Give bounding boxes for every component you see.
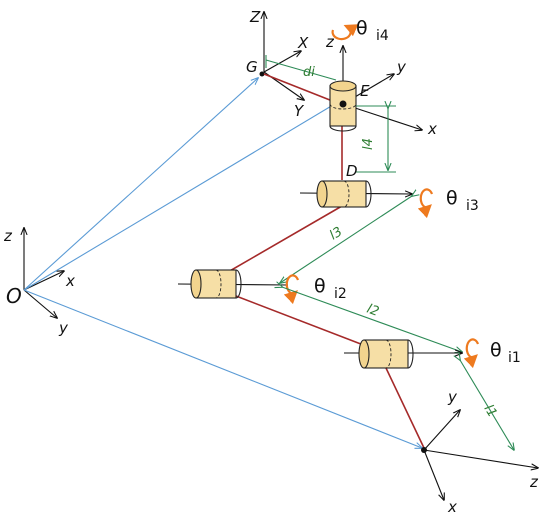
- G-X-label: X: [297, 34, 309, 52]
- l1-dimension-line: [460, 360, 514, 450]
- G-Y-label: Y: [294, 102, 305, 120]
- l3-label: l3: [327, 224, 345, 243]
- theta-i3-subscript: i3: [466, 198, 479, 214]
- base-z-label: z: [529, 473, 539, 491]
- link-joint1-to-base: [385, 367, 425, 449]
- point-D-label: D: [346, 162, 358, 180]
- joint-4-cylinder: [329, 80, 357, 132]
- links: [227, 73, 425, 449]
- joint-4-bottom-edge: [329, 125, 357, 132]
- E-z-label: z: [325, 33, 335, 51]
- di-dimension-line: [265, 59, 337, 81]
- origin-label: O: [6, 284, 22, 308]
- link-D-to-joint2: [227, 205, 343, 273]
- vector-O-to-base: [23, 289, 422, 448]
- theta-i1-symbol: θ: [490, 339, 502, 361]
- origin-y-label: y: [58, 319, 69, 337]
- G-X-axis: [263, 51, 301, 73]
- base-x-label: x: [447, 498, 457, 516]
- joint-2-body: [195, 269, 237, 299]
- joint-2-mid-line: [215, 269, 222, 299]
- base-y-label: y: [447, 388, 458, 406]
- theta-i1-subscript: i1: [508, 350, 521, 366]
- theta-i1-rotation-icon: [463, 338, 480, 369]
- theta-i4-rotation-icon: [331, 24, 359, 41]
- point-E: [339, 100, 347, 108]
- l2-label: l2: [365, 302, 381, 320]
- l1-label: l1: [481, 402, 500, 420]
- joint-1-left-cap: [358, 339, 370, 369]
- origin-x-label: x: [65, 272, 75, 290]
- base-point: [421, 447, 427, 453]
- frame-G: Z X Y G: [246, 8, 309, 120]
- joint-4-mid-line: [329, 103, 357, 110]
- origin-frame: z x y O: [3, 227, 75, 337]
- di-offset-marker: di: [265, 55, 337, 81]
- origin-x-axis: [23, 271, 64, 291]
- E-y-label: y: [396, 58, 407, 76]
- joint-1: θ i1: [344, 338, 521, 369]
- l1-marker: l1: [460, 360, 514, 450]
- origin-z-label: z: [3, 227, 13, 245]
- joint-3-left-cap: [316, 180, 328, 208]
- l4-label: l4: [361, 138, 376, 150]
- theta-i3-symbol: θ: [446, 187, 458, 209]
- theta-i4-subscript: i4: [376, 28, 389, 44]
- theta-i4: θ i4: [331, 17, 389, 44]
- theta-i2-subscript: i2: [334, 286, 347, 302]
- joint-4-top-cap: [329, 80, 357, 92]
- point-E-label: E: [360, 82, 370, 100]
- base-x-axis: [423, 449, 444, 500]
- point-G-label: G: [246, 58, 258, 76]
- l2-dimension-line: [282, 287, 462, 352]
- l2-marker: l2: [282, 287, 462, 352]
- vector-O-to-E: [23, 102, 338, 291]
- theta-i2-symbol: θ: [314, 275, 326, 297]
- joint-3-body: [321, 180, 367, 208]
- link-G-to-E: [263, 73, 341, 105]
- vector-O-to-G: [23, 78, 258, 291]
- origin-y-axis: [23, 289, 57, 318]
- l3-marker: l3: [280, 196, 412, 283]
- joint-2-right-edge: [235, 269, 242, 299]
- joint-2: θ i2: [177, 269, 347, 305]
- l3-dimension-line: [280, 196, 412, 283]
- position-vectors: [23, 78, 422, 448]
- joint-3: D θ i3: [299, 162, 479, 219]
- joint-1-mid-line: [385, 339, 392, 369]
- G-Z-label: Z: [249, 8, 261, 26]
- E-x-label: x: [427, 120, 437, 138]
- base-z-axis: [423, 449, 538, 468]
- theta-i3-rotation-icon: [417, 188, 434, 219]
- joint-2-left-cap: [190, 269, 202, 299]
- theta-i4-symbol: θ: [356, 17, 368, 39]
- point-G: [259, 71, 265, 77]
- joint-1-body: [363, 339, 409, 369]
- l4-marker: l4: [356, 106, 396, 173]
- base-y-axis: [423, 410, 460, 451]
- base-frame: z y x: [421, 388, 539, 516]
- di-label: di: [303, 65, 315, 80]
- joint-1-right-edge: [407, 339, 414, 369]
- link-joint2-to-joint1: [235, 295, 367, 347]
